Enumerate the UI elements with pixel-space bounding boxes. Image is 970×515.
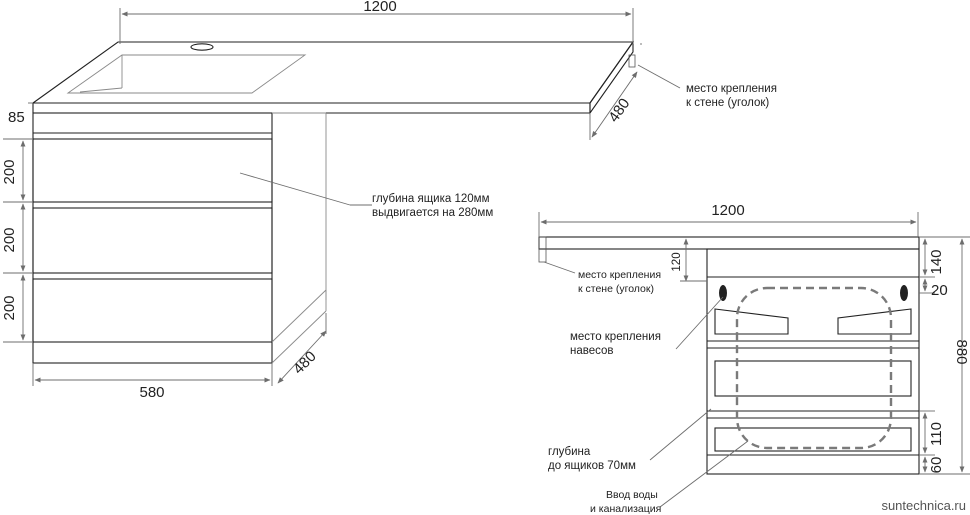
hinge-note: место крепления навесов: [570, 296, 724, 357]
dim-width-right-label: 1200: [711, 202, 744, 219]
drawer-front-3: [714, 427, 912, 452]
drawer-note-line1: глубина ящика 120мм: [372, 193, 490, 205]
drawer-2: [32, 207, 273, 274]
dim-right-side: 140 20 880 110 60: [919, 236, 970, 475]
inlet-note: Ввод воды и канализация: [590, 440, 749, 515]
dim-drawer-1-label: 200: [1, 159, 18, 184]
hinge-note-line1: место крепления: [570, 331, 661, 343]
drawer-note: глубина ящика 120мм выдвигается на 280мм: [239, 172, 493, 219]
dim-drawer-2-label: 200: [1, 227, 18, 252]
dim-drawer-3-label: 200: [1, 295, 18, 320]
hinge-mount-left: [719, 285, 727, 301]
cabinet: [32, 112, 327, 364]
inlet-note-line2: и канализация: [590, 503, 661, 515]
drawer-note-line2: выдвигается на 280мм: [372, 207, 493, 219]
basin-outline: [735, 286, 893, 450]
faucet-hole: [190, 43, 214, 51]
dim-counter-thickness-label: 85: [8, 109, 25, 126]
depth-note-line2: до ящиков 70мм: [548, 460, 636, 472]
dim-width-top: 1200: [119, 0, 634, 44]
drawer-cutout-right: [837, 308, 912, 335]
drawer-front-2: [714, 360, 912, 397]
drawer-cutout-left: [714, 308, 789, 335]
wall-mount-note-right-line2: к стене (уголок): [578, 283, 654, 295]
dim-depth-120-label: 120: [671, 252, 683, 271]
dim-cabinet-depth: 480: [277, 313, 327, 384]
dim-cabinet-depth-label: 480: [290, 348, 320, 378]
dim-width-right: 1200: [538, 202, 919, 237]
dim-140-label: 140: [928, 249, 945, 274]
right-view: 1200 120 140 20 880 110 60: [538, 202, 970, 515]
dim-110-label: 110: [928, 422, 945, 446]
dim-depth-120: 120: [671, 238, 707, 282]
wall-mount-note-left: место крепления к стене (уголок): [637, 64, 777, 109]
dim-drawer-heights: 200 200 200: [1, 138, 33, 343]
wall-mount-note-line1: место крепления: [686, 83, 777, 95]
wall-bracket: [628, 54, 636, 68]
dim-60-label: 60: [928, 457, 945, 474]
dim-cabinet-width: 580: [32, 363, 273, 401]
dim-20-label: 20: [931, 282, 948, 299]
hinge-note-line2: навесов: [570, 345, 614, 357]
left-view: 1200 480 место крепления к стене (уголок…: [1, 0, 777, 401]
wall-mount-note-right: место крепления к стене (уголок): [543, 261, 661, 295]
depth-note: глубина до ящиков 70мм: [548, 408, 712, 472]
wall-bracket-right: [538, 236, 547, 263]
cabinet-front: [706, 248, 920, 475]
wall-mount-note-right-line1: место крепления: [578, 269, 661, 281]
depth-note-line1: глубина: [548, 446, 591, 458]
dim-depth-top-label: 480: [605, 95, 633, 125]
dim-880-label: 880: [953, 339, 970, 364]
wall-mount-note-line2: к стене (уголок): [686, 97, 769, 109]
hinge-mount-right: [900, 285, 908, 301]
dim-counter-thickness: 85: [8, 102, 33, 126]
drawer-1: [32, 138, 273, 203]
inlet-note-line1: Ввод воды: [606, 489, 658, 501]
dim-cabinet-width-label: 580: [139, 384, 164, 401]
dim-width-top-label: 1200: [363, 0, 396, 15]
watermark: suntechnica.ru: [881, 498, 966, 513]
countertop: [31, 40, 636, 115]
drawer-3: [32, 278, 273, 343]
